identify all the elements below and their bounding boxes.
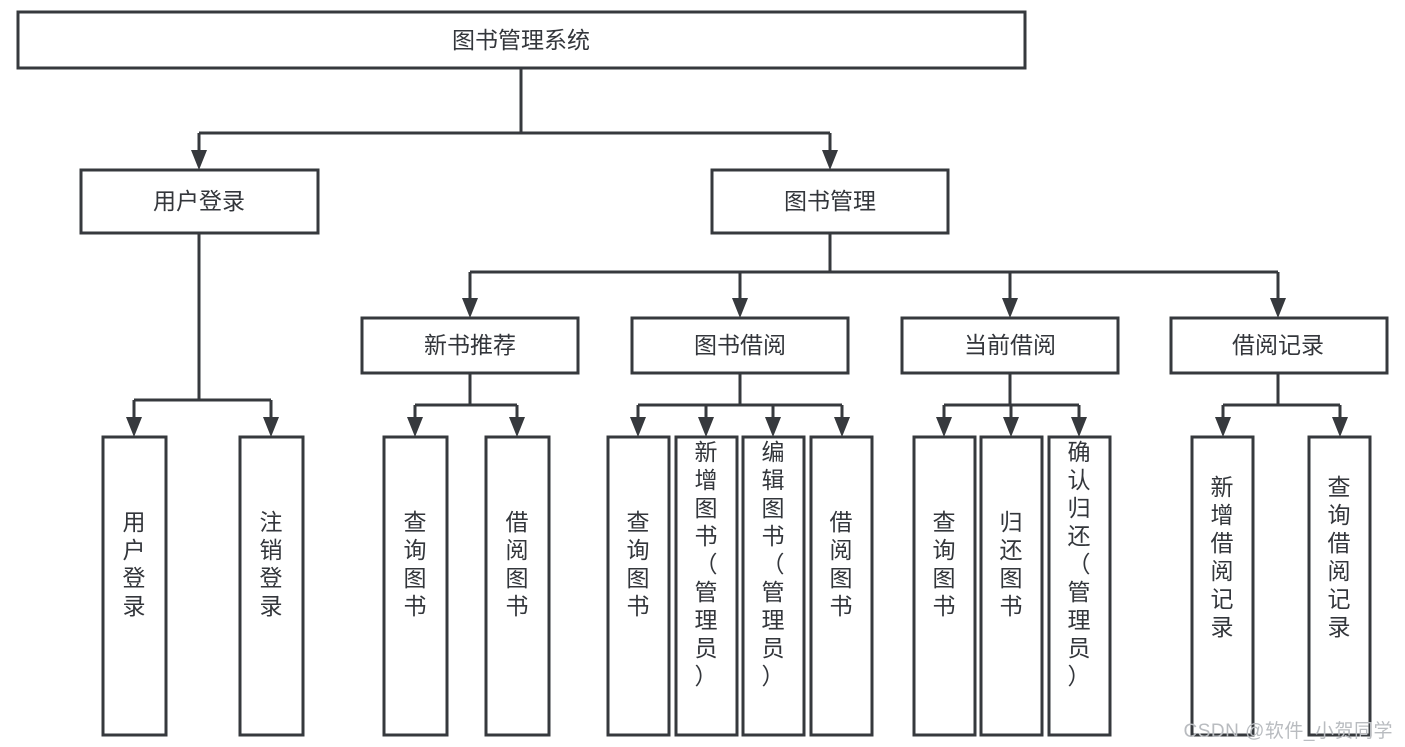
leaf-edit-book[interactable]: 编辑图书（管理员） xyxy=(741,435,806,737)
arrow-userlogin-leaf-1 xyxy=(126,417,142,437)
leaf-edit-book-label: 编辑图书（管理员） xyxy=(762,439,785,689)
leaf-borrow-book-2-box[interactable] xyxy=(809,435,874,737)
leaf-return-book-box[interactable] xyxy=(979,435,1044,737)
leaf-query-book-3-label: 查询图书 xyxy=(933,509,956,619)
leaf-return-book[interactable]: 归还图书 xyxy=(979,435,1044,737)
connector-layer xyxy=(126,68,1348,437)
arrow-borrowrecord-leaf-2 xyxy=(1332,417,1348,437)
leaf-query-book-2-box[interactable] xyxy=(606,435,671,737)
arrow-bookborrow-leaf-2 xyxy=(698,417,714,437)
leaf-borrow-book-1-box[interactable] xyxy=(484,435,551,737)
node-new-book-recommend[interactable]: 新书推荐 xyxy=(360,316,580,375)
leaf-user-login-box[interactable] xyxy=(101,435,168,737)
leaf-query-book-3-box[interactable] xyxy=(912,435,977,737)
leaf-add-book-label: 新增图书（管理员） xyxy=(695,439,718,689)
leaf-query-record-label: 查询借阅记录 xyxy=(1328,474,1351,640)
arrow-bookmgmt-to-new-book-recommend xyxy=(462,298,478,318)
leaf-query-book-1-box[interactable] xyxy=(382,435,449,737)
node-new-book-recommend-box[interactable] xyxy=(360,316,580,375)
node-user-login[interactable]: 用户登录 xyxy=(79,168,320,235)
leaf-add-record-label: 新增借阅记录 xyxy=(1211,474,1234,640)
leaf-query-book-1-label: 查询图书 xyxy=(404,509,427,619)
arrow-newbook-leaf-1 xyxy=(407,417,423,437)
arrow-bookmgmt-to-book-borrow xyxy=(732,298,748,318)
node-borrow-record-box[interactable] xyxy=(1169,316,1389,375)
node-book-management-label: 图书管理 xyxy=(784,188,876,214)
leaf-query-book-1[interactable]: 查询图书 xyxy=(382,435,449,737)
arrow-currentborrow-leaf-3 xyxy=(1071,417,1087,437)
leaf-confirm-return-label: 确认归还（管理员） xyxy=(1068,439,1091,689)
node-root-box[interactable] xyxy=(16,10,1027,70)
leaf-confirm-return-box[interactable] xyxy=(1047,435,1112,737)
leaf-query-book-3[interactable]: 查询图书 xyxy=(912,435,977,737)
arrow-bookborrow-leaf-1 xyxy=(630,417,646,437)
node-root-label: 图书管理系统 xyxy=(452,27,590,53)
leaf-add-record-box[interactable] xyxy=(1190,435,1255,737)
watermark-text: CSDN @软件_小贺同学 xyxy=(1183,721,1393,742)
arrow-currentborrow-leaf-1 xyxy=(936,417,952,437)
arrow-bookmgmt-to-borrow-record xyxy=(1270,298,1286,318)
node-new-book-recommend-label: 新书推荐 xyxy=(424,332,516,358)
node-user-login-box[interactable] xyxy=(79,168,320,235)
leaf-query-record[interactable]: 查询借阅记录 xyxy=(1307,435,1372,737)
arrow-root-to-user-login xyxy=(191,150,207,170)
node-current-borrow-label: 当前借阅 xyxy=(964,332,1056,358)
node-book-management[interactable]: 图书管理 xyxy=(710,168,950,235)
leaf-user-login[interactable]: 用户登录 xyxy=(101,435,168,737)
node-user-login-label: 用户登录 xyxy=(153,188,245,214)
leaf-query-book-2[interactable]: 查询图书 xyxy=(606,435,671,737)
leaf-logout-login-box[interactable] xyxy=(238,435,305,737)
node-root[interactable]: 图书管理系统 xyxy=(16,10,1027,70)
leaf-add-book[interactable]: 新增图书（管理员） xyxy=(674,435,739,737)
leaf-logout-login-label: 注销登录 xyxy=(260,509,283,619)
node-book-borrow-box[interactable] xyxy=(630,316,850,375)
leaf-confirm-return[interactable]: 确认归还（管理员） xyxy=(1047,435,1112,737)
node-current-borrow[interactable]: 当前借阅 xyxy=(900,316,1120,375)
leaf-add-book-box[interactable] xyxy=(674,435,739,737)
leaf-return-book-label: 归还图书 xyxy=(1000,509,1023,619)
node-borrow-record[interactable]: 借阅记录 xyxy=(1169,316,1389,375)
leaf-query-book-2-label: 查询图书 xyxy=(627,509,650,619)
arrow-newbook-leaf-2 xyxy=(509,417,525,437)
arrow-bookborrow-leaf-3 xyxy=(765,417,781,437)
node-book-management-box[interactable] xyxy=(710,168,950,235)
node-borrow-record-label: 借阅记录 xyxy=(1232,332,1324,358)
arrow-borrowrecord-leaf-1 xyxy=(1215,417,1231,437)
node-book-borrow-label: 图书借阅 xyxy=(694,332,786,358)
leaf-user-login-label: 用户登录 xyxy=(123,509,146,619)
leaf-edit-book-box[interactable] xyxy=(741,435,806,737)
arrow-userlogin-leaf-2 xyxy=(263,417,279,437)
node-book-borrow[interactable]: 图书借阅 xyxy=(630,316,850,375)
arrow-root-to-book-management xyxy=(822,150,838,170)
node-current-borrow-box[interactable] xyxy=(900,316,1120,375)
leaf-query-record-box[interactable] xyxy=(1307,435,1372,737)
leaf-borrow-book-1[interactable]: 借阅图书 xyxy=(484,435,551,737)
arrow-bookborrow-leaf-4 xyxy=(834,417,850,437)
leaf-logout-login[interactable]: 注销登录 xyxy=(238,435,305,737)
arrow-bookmgmt-to-current-borrow xyxy=(1002,298,1018,318)
leaf-borrow-book-2-label: 借阅图书 xyxy=(830,509,853,619)
arrow-currentborrow-leaf-2 xyxy=(1003,417,1019,437)
leaf-borrow-book-1-label: 借阅图书 xyxy=(506,509,529,619)
leaf-add-record[interactable]: 新增借阅记录 xyxy=(1190,435,1255,737)
leaf-borrow-book-2[interactable]: 借阅图书 xyxy=(809,435,874,737)
